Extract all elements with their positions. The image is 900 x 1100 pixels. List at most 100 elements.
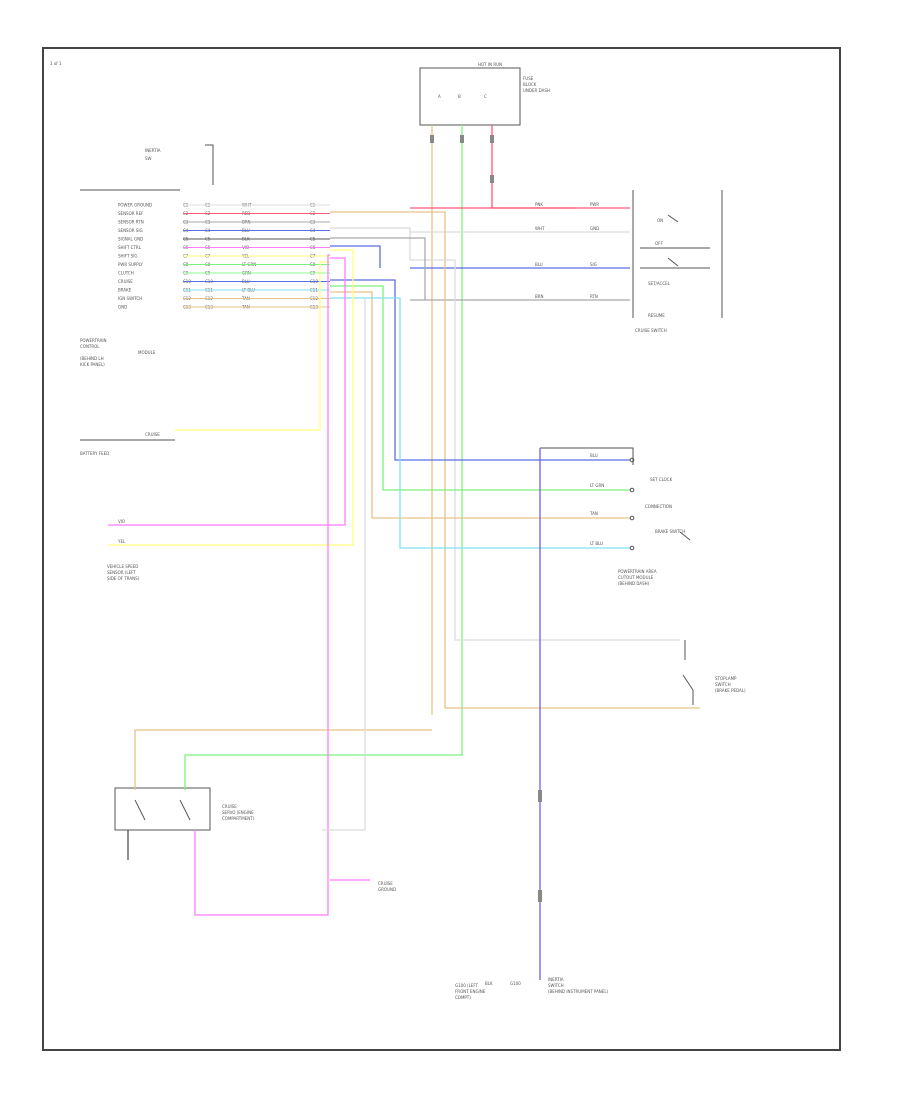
wire-servo-tan [134, 729, 432, 790]
fuse-block-line-2: BLOCK [523, 82, 537, 87]
wire-battery [175, 261, 330, 431]
module-terminal [629, 515, 635, 521]
stoplamp-switch: STOPLAMP SWITCH (BRAKE PEDAL) [682, 640, 746, 705]
cruise-wire-label: BLU [535, 262, 543, 267]
connector-row-name: CLUTCH [118, 271, 134, 276]
servo-contact-2 [179, 799, 191, 821]
module-wire-label: LT BLU [590, 541, 603, 546]
wire-servo-violet [194, 254, 330, 916]
ground-break-mark [538, 790, 542, 802]
connector-row-name: SHIFT SIG [118, 254, 138, 259]
connector-row-name: SENSOR REF [118, 211, 144, 216]
cruise-contact-set: SET/ACCEL [648, 281, 671, 286]
fuse-block-line-3: UNDER DASH [523, 88, 550, 93]
cruise-term-label: PWR [590, 202, 599, 207]
connector-row-name: CRUISE [118, 279, 133, 284]
diagram-border [42, 47, 841, 1051]
fuse-block-line-1: FUSE [523, 76, 534, 81]
ground-line-2: GROUND [378, 887, 396, 892]
cruise-switch-label: CRUISE SWITCH [635, 328, 667, 333]
cruise-wire-label: PNK [535, 202, 543, 207]
servo-line-2: SERVO (ENGINE [222, 810, 254, 815]
cruise-term-label: SIG [590, 262, 597, 267]
speed-sensor-3: SIDE OF TRANS) [107, 576, 140, 581]
inertia-bracket [205, 144, 214, 185]
wire-module-right [330, 285, 630, 491]
stoplamp-2: SWITCH [715, 682, 731, 687]
module-brake-contact [679, 531, 691, 541]
pcm-label-1: POWERTRAIN [80, 338, 107, 343]
wire-speed-1 [108, 257, 346, 526]
module-wire-label: BLU [590, 453, 598, 458]
module-term-1: SET CLOCK [650, 477, 673, 482]
module-line-1: POWERTRAIN AREA [618, 569, 657, 574]
wire-fuse-b [184, 125, 463, 790]
inertia-sub: SW [145, 156, 152, 161]
pcm-label-2: CONTROL [80, 344, 100, 349]
module-wire-label: TAN [589, 511, 598, 516]
battery-sub: CRUISE [145, 432, 160, 437]
cruise-servo-box [114, 787, 211, 831]
speed-wire-label-1: VIO [118, 519, 125, 524]
fuse-pin-b: B [458, 94, 461, 99]
cruise-switch: ON OFF SET/ACCEL RESUME CRUISE SWITCH [632, 190, 723, 333]
stoplamp-3: (BRAKE PEDAL) [715, 688, 746, 693]
wire-sensor-rtn [330, 237, 426, 300]
bottom-right-1: INERTIA [548, 977, 564, 982]
cruise-wire-label: BRN [535, 294, 544, 299]
wire-stoplamp-sense [330, 227, 680, 641]
wire-module-right [330, 297, 630, 549]
cruise-contact-off: OFF [655, 241, 663, 246]
bottom-left-1: G100 (LEFT [455, 983, 479, 988]
page-label: 1 of 1 [50, 61, 62, 66]
fuse-pin-mark [430, 135, 434, 143]
ground-line-1: CRUISE [378, 881, 393, 886]
bottom-wire-label-2: G100 [510, 981, 521, 986]
fuse-pin-mark [490, 175, 494, 183]
fuse-pin-mark [490, 135, 494, 143]
cruise-contact-on: ON [657, 218, 663, 223]
fuse-pin-a: A [438, 94, 441, 99]
bottom-right-2: SWITCH [548, 983, 564, 988]
module-line-3: (BEHIND DASH) [618, 581, 650, 586]
speed-sensor-1: VEHICLE SPEED [107, 564, 138, 569]
connector-row-name: SHIFT CTRL [118, 245, 142, 250]
connector-row-name: SENSOR RTN [118, 220, 144, 225]
module-term-2: CONNECTION [645, 504, 672, 509]
module-wire-label: LT GRN [590, 483, 604, 488]
module-line-2: CUTOUT MODULE [618, 575, 654, 580]
speed-wire-label-2: YEL [117, 539, 126, 544]
fuse-block-title: HOT IN RUN [478, 62, 502, 67]
connector-row-name: IGN SWITCH [118, 296, 142, 301]
fuse-pin-c: C [484, 94, 487, 99]
bottom-right-3: (BEHIND INSTRUMENT PANEL) [548, 989, 609, 994]
wire-fuse-c [491, 125, 575, 209]
connector-row-name: SIGNAL GND [118, 237, 143, 242]
wire-speed-2 [108, 249, 354, 546]
ground-break-mark [538, 890, 542, 902]
wire-sensor-sig [330, 245, 381, 268]
connector-row-name: POWER GROUND [118, 203, 152, 208]
battery-label: BATTERY FEED [80, 451, 109, 456]
pcm-label-5: KICK PANEL) [80, 362, 105, 367]
connector-row-name: PWR SUPPLY [118, 262, 143, 267]
bottom-left-2: FRONT ENGINE [455, 989, 486, 994]
wire-servo-white [322, 298, 366, 831]
servo-line-3: COMPARTMENT) [222, 816, 255, 821]
connector-row-name: GND [118, 305, 127, 310]
speed-sensor-2: SENSOR (LEFT [107, 570, 136, 575]
cruise-term-label: RTN [590, 294, 598, 299]
module-terminal [629, 487, 635, 493]
inertia-label: INERTIA [145, 148, 161, 153]
connector-row-name: BRAKE [118, 288, 132, 293]
pcm-label-4: (BEHIND LH [80, 356, 104, 361]
module-right-bracket [540, 447, 634, 465]
fuse-block [419, 67, 521, 126]
wire-module-right [330, 291, 630, 519]
fuse-pin-mark [460, 135, 464, 143]
cruise-term-label: GND [590, 226, 599, 231]
bottom-left-3: COMPT) [455, 995, 471, 1000]
stoplamp-1: STOPLAMP [715, 676, 737, 681]
